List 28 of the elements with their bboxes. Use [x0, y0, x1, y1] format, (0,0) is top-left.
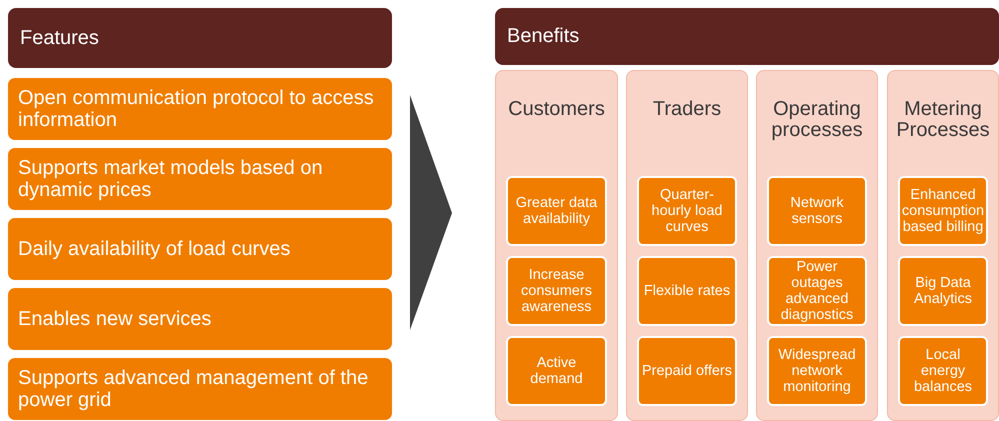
- benefit-box: Increase consumers awareness: [506, 256, 607, 326]
- benefit-box: Network sensors: [767, 176, 867, 246]
- feature-box: Supports market models based on dynamic prices: [8, 148, 392, 210]
- benefit-box: Greater data availability: [506, 176, 607, 246]
- feature-box: Enables new services: [8, 288, 392, 350]
- header-band: Features: [8, 8, 392, 68]
- benefit-box: Power outages advanced diagnostics: [767, 256, 867, 326]
- column-heading: Traders: [652, 99, 722, 120]
- column-heading: Metering Processes: [895, 99, 991, 141]
- column-heading: Customers: [507, 99, 606, 120]
- benefit-box: Active demand: [506, 336, 607, 406]
- benefit-box: Big Data Analytics: [898, 256, 988, 326]
- column-panel: [626, 70, 748, 421]
- benefit-box: Widespread network monitoring: [767, 336, 867, 406]
- chevron-arrow: [410, 95, 452, 330]
- column-panel: [495, 70, 618, 421]
- column-panel: [756, 70, 878, 421]
- header-band: Benefits: [495, 8, 999, 65]
- column-panel: [887, 70, 999, 421]
- feature-box: Open communication protocol to access information: [8, 78, 392, 140]
- feature-box: Supports advanced management of the power grid: [8, 358, 392, 420]
- benefit-box: Quarter-hourly load curves: [637, 176, 737, 246]
- column-heading: Operating processes: [770, 99, 864, 141]
- benefit-box: Enhanced consumption based billing: [898, 176, 988, 246]
- feature-box: Daily availability of load curves: [8, 218, 392, 280]
- benefit-box: Flexible rates: [637, 256, 737, 326]
- benefit-box: Local energy balances: [898, 336, 988, 406]
- benefit-box: Prepaid offers: [637, 336, 737, 406]
